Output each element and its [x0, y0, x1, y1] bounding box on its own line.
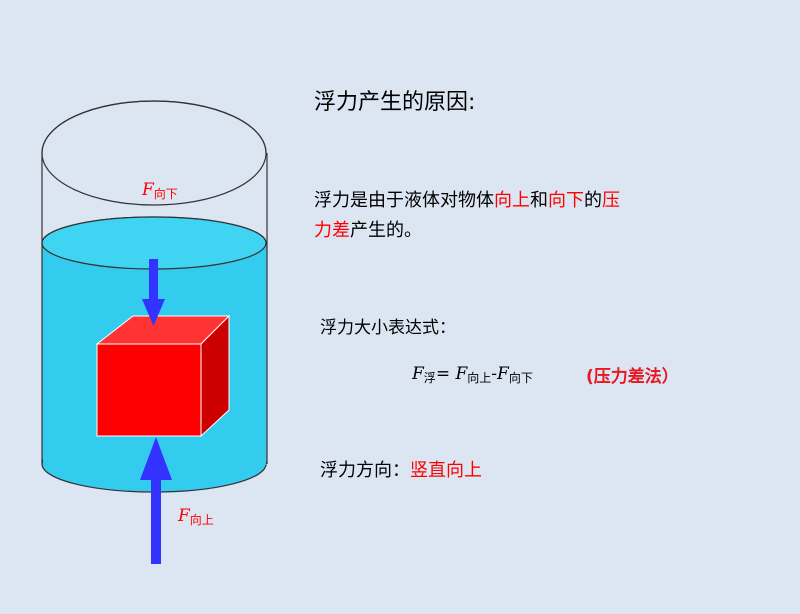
buoyancy-reason: 浮力是由于液体对物体向上和向下的压 力差产生的。 — [314, 186, 714, 246]
arrow-down-shaft — [149, 259, 158, 301]
cube — [95, 314, 231, 438]
force-up-label: F向上 — [178, 506, 214, 527]
arrow-up-head — [140, 437, 172, 480]
force-down-label: F向下 — [142, 180, 178, 201]
arrow-down-force — [142, 259, 165, 326]
reason-line-1: 浮力是由于液体对物体向上和向下的压 — [314, 190, 620, 211]
arrow-up-shaft — [151, 478, 161, 564]
page-title: 浮力产生的原因: — [314, 90, 476, 115]
buoyancy-direction: 浮力方向：竖直向上 — [320, 460, 482, 481]
method-note: (压力差法） — [586, 367, 679, 387]
reason-line-2: 力差产生的。 — [314, 220, 422, 241]
expression-label: 浮力大小表达式： — [320, 318, 456, 338]
arrow-up-force — [140, 437, 172, 564]
arrow-down-head — [142, 299, 165, 326]
cube-front-face — [96, 343, 202, 437]
buoyancy-formula: F浮= F向上-F向下 — [412, 364, 533, 385]
